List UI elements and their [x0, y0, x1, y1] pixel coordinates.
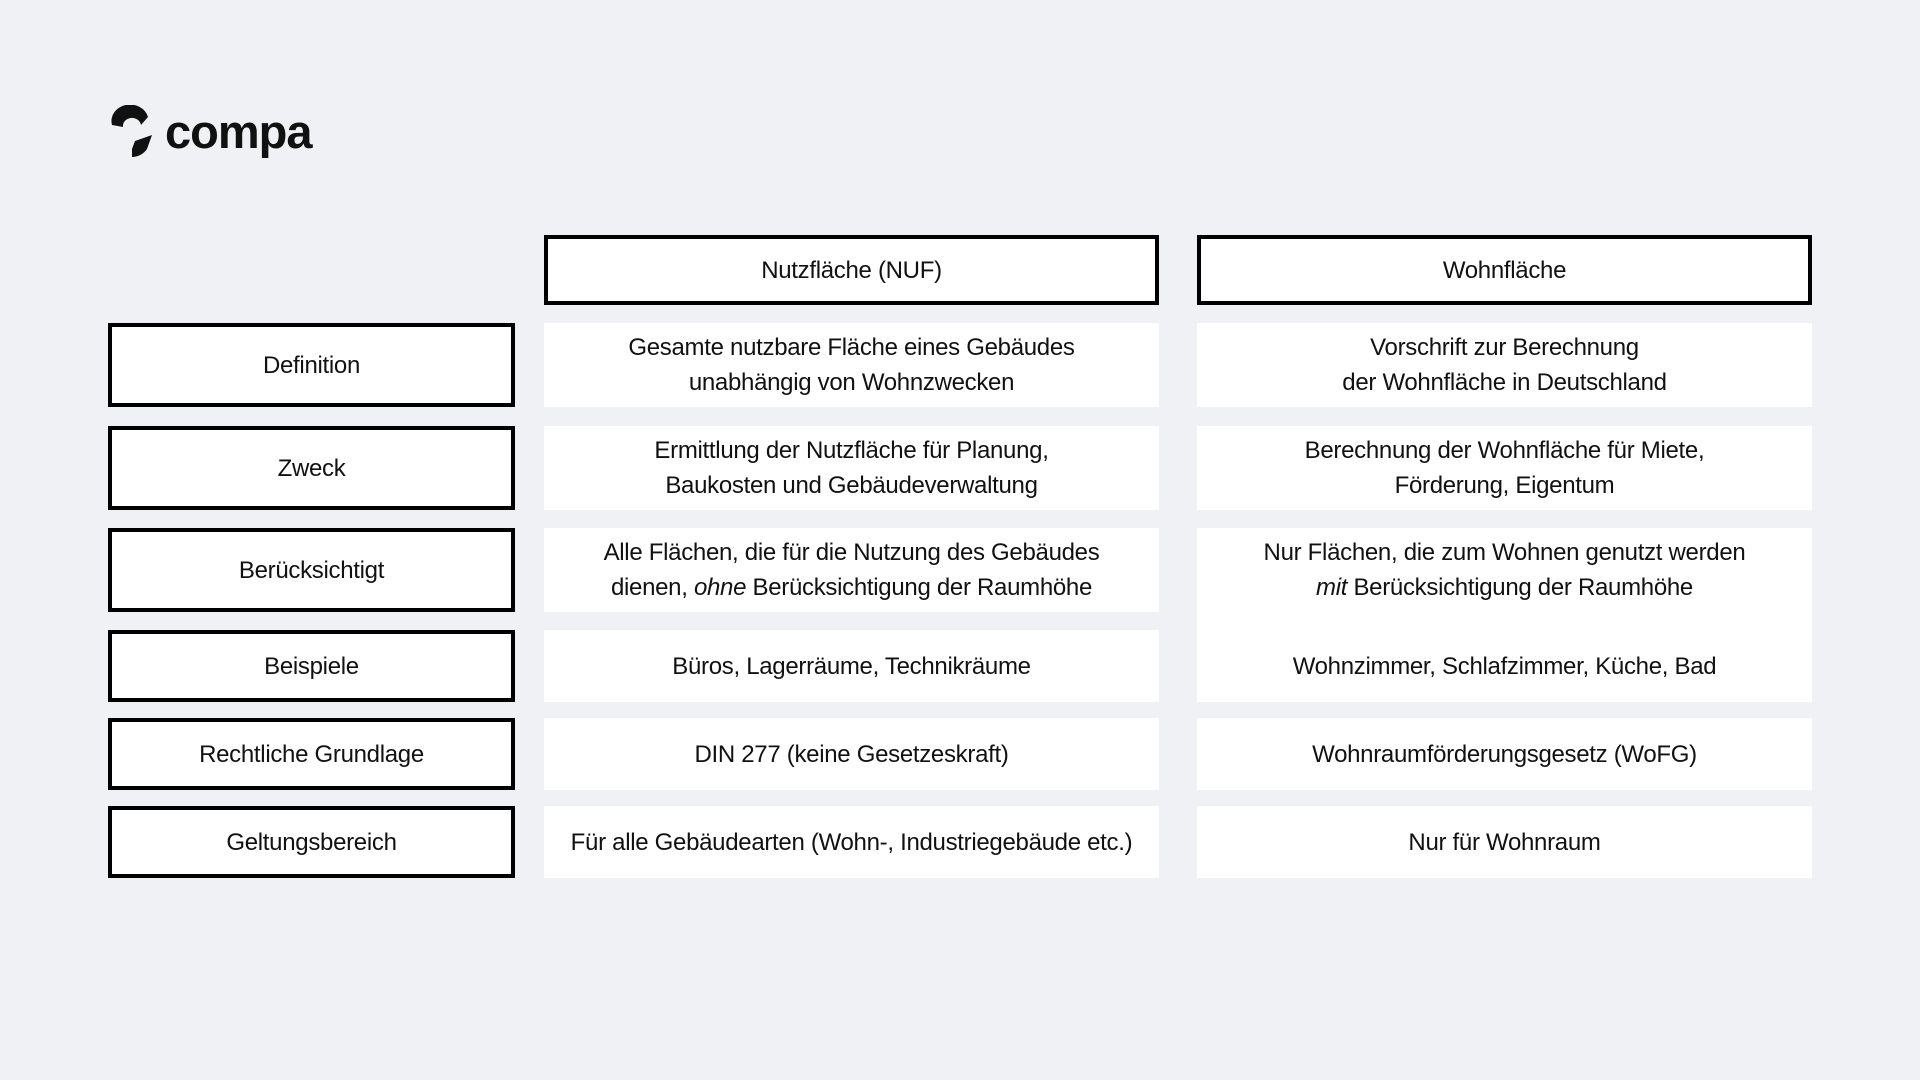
cell-line: Für alle Gebäudearten (Wohn-, Industrieg…: [570, 828, 1133, 856]
nuf-value-cell: Alle Flächen, die für die Nutzung des Ge…: [544, 528, 1159, 612]
emphasis-text: mit: [1316, 574, 1348, 601]
text-fragment: Berücksichtigung der Raumhöhe: [1347, 574, 1693, 601]
cell-line: Büros, Lagerräume, Technikräume: [672, 652, 1031, 680]
compa-logo: compa: [108, 105, 312, 161]
text-fragment: dienen,: [610, 574, 694, 601]
nuf-value-cell: Gesamte nutzbare Fläche eines Gebäudes un…: [544, 323, 1159, 407]
cell-line: Gesamte nutzbare Fläche eines Gebäudes: [628, 334, 1075, 361]
row-label: Geltungsbereich: [108, 806, 515, 878]
wohn-value-cell: Wohnzimmer, Schlafzimmer, Küche, Bad: [1197, 630, 1812, 702]
emphasis-text: ohne: [693, 574, 747, 601]
wohn-value-cell: Nur Flächen, die zum Wohnen genutzt werd…: [1197, 528, 1812, 702]
nuf-value-cell: Büros, Lagerräume, Technikräume: [544, 630, 1159, 702]
header-nutzflaeche: Nutzfläche (NUF): [544, 235, 1159, 305]
row-label: Rechtliche Grundlage: [108, 718, 515, 790]
cell-line: unabhängig von Wohnzwecken: [688, 369, 1015, 396]
cell-line: Nur Flächen, die zum Wohnen genutzt werd…: [1263, 539, 1746, 566]
wohn-value-cell: Berechnung der Wohnfläche für Miete, Förd…: [1197, 426, 1812, 510]
cell-line: Baukosten und Gebäudeverwaltung: [665, 472, 1038, 499]
cell-line: Wohnzimmer, Schlafzimmer, Küche, Bad: [1292, 652, 1717, 680]
wohn-value-cell: Nur für Wohnraum: [1197, 806, 1812, 878]
cell-line: Alle Flächen, die für die Nutzung des Ge…: [603, 539, 1100, 566]
cell-line: DIN 277 (keine Gesetzeskraft): [694, 740, 1009, 768]
text-fragment: Berücksichtigung der Raumhöhe: [746, 574, 1093, 601]
cell-line: Wohnraumförderungsgesetz (WoFG): [1312, 740, 1697, 768]
wohn-value-cell: Vorschrift zur Berechnung der Wohnfläche …: [1197, 323, 1812, 407]
cell-line: mit Berücksichtigung der Raumhöhe: [1264, 570, 1746, 605]
cell-line: Vorschrift zur Berechnung: [1370, 334, 1639, 361]
cell-line: Förderung, Eigentum: [1394, 472, 1615, 499]
cell-line: Ermittlung der Nutzfläche für Planung,: [654, 437, 1049, 464]
nuf-value-cell: DIN 277 (keine Gesetzeskraft): [544, 718, 1159, 790]
wohn-value-cell: Wohnraumförderungsgesetz (WoFG): [1197, 718, 1812, 790]
cell-line: dienen, ohne Berücksichtigung der Raumhö…: [604, 570, 1100, 605]
row-label: Beispiele: [108, 630, 515, 702]
row-label: Berücksichtigt: [108, 528, 515, 612]
nuf-value-cell: Für alle Gebäudearten (Wohn-, Industrieg…: [544, 806, 1159, 878]
cell-line: Berechnung der Wohnfläche für Miete,: [1304, 437, 1705, 464]
cell-line: Nur für Wohnraum: [1408, 828, 1601, 856]
header-wohnflaeche: Wohnfläche: [1197, 235, 1812, 305]
brand-name: compa: [165, 104, 312, 158]
row-label: Zweck: [108, 426, 515, 510]
nuf-value-cell: Ermittlung der Nutzfläche für Planung, Ba…: [544, 426, 1159, 510]
compa-logo-icon: [111, 105, 152, 157]
cell-line: der Wohnfläche in Deutschland: [1342, 369, 1667, 396]
row-label: Definition: [108, 323, 515, 407]
